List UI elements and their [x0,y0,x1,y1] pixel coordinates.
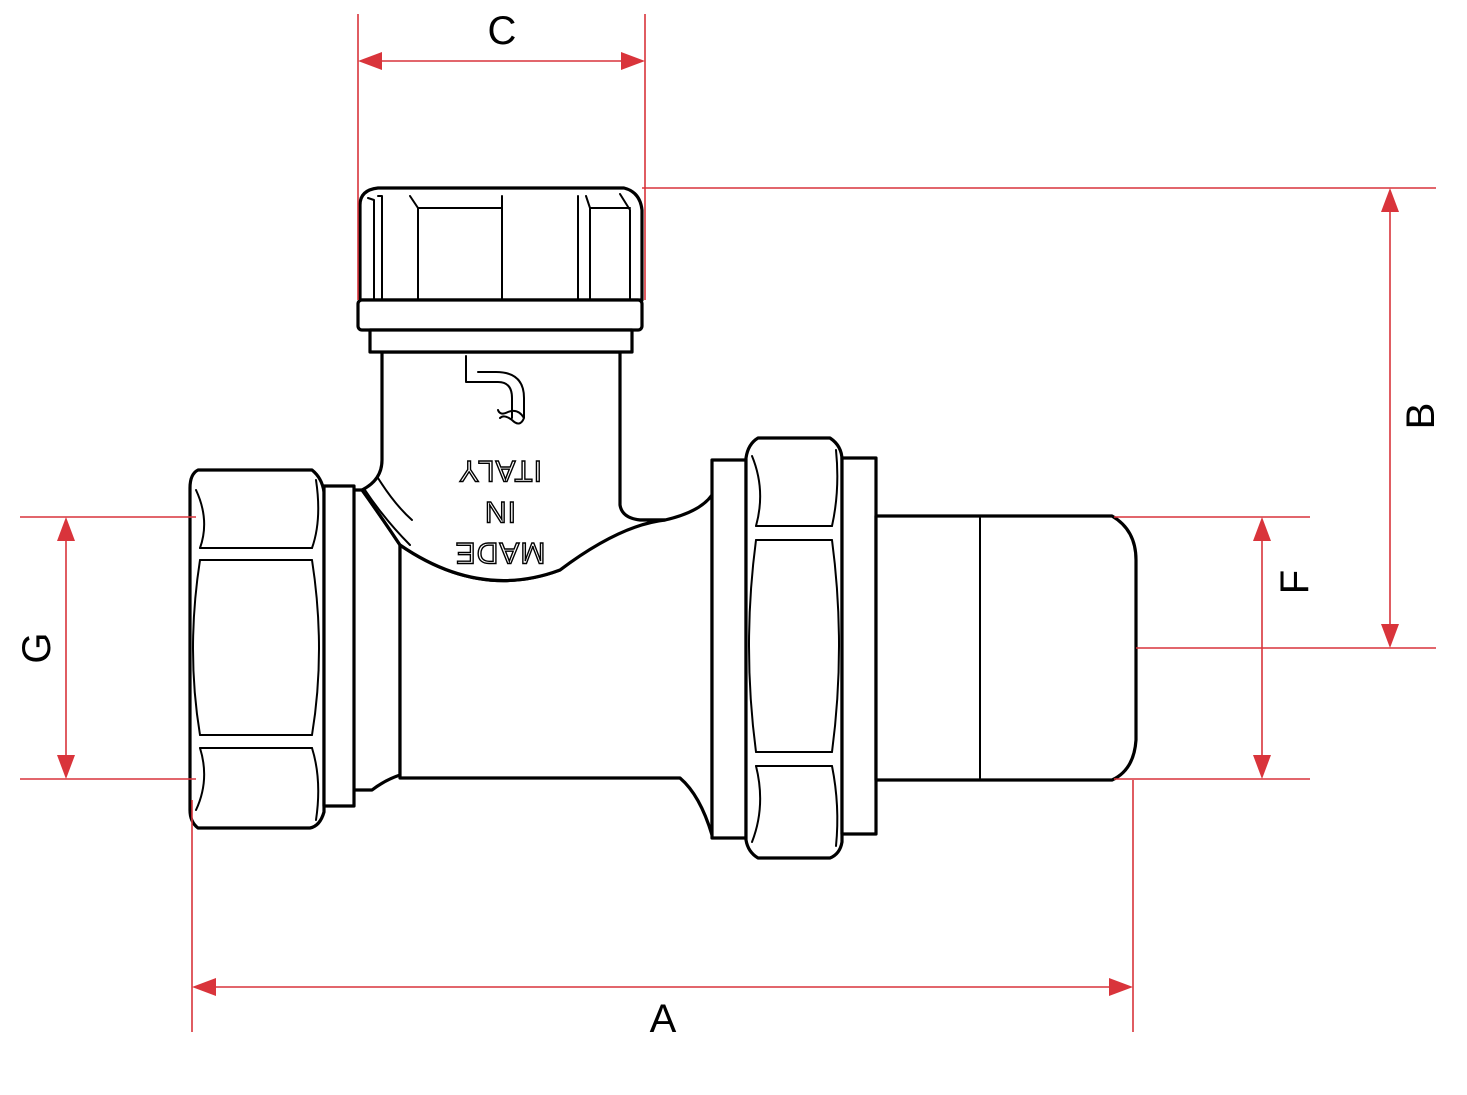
neck-shoulder-curve [364,477,413,546]
right-nut-facets [748,449,840,847]
bonnet-neck [360,350,667,583]
union-collar-left [710,458,748,840]
valve-part: MADE IN ITALY [188,186,1138,860]
dimension-label-g: G [15,632,59,663]
tail-piece [874,514,1138,782]
dimension-label-f: F [1273,570,1317,594]
cap-ring [356,298,644,332]
dimension-c: C [357,9,646,300]
dimension-b: B [642,187,1443,649]
union-collar-right [840,456,878,836]
dimension-label-c: C [488,9,517,53]
dimension-label-a: A [650,997,677,1041]
left-hex-nut [188,468,326,830]
embossed-marking: MADE IN ITALY [454,453,546,569]
cap-grip-ribs [367,193,631,301]
marking-line-made: MADE [455,536,546,569]
left-nut-collar [322,484,356,808]
marking-line-italy: ITALY [458,454,542,487]
dimension-g: G [15,516,196,780]
marking-line-in: IN [484,495,516,528]
cap-base [368,328,634,354]
lockshield-symbol [465,355,525,425]
dimension-label-b: B [1399,403,1443,430]
dimension-a: A [191,780,1134,1041]
left-nut-facets [192,479,320,821]
dimension-f: F [1114,516,1317,780]
